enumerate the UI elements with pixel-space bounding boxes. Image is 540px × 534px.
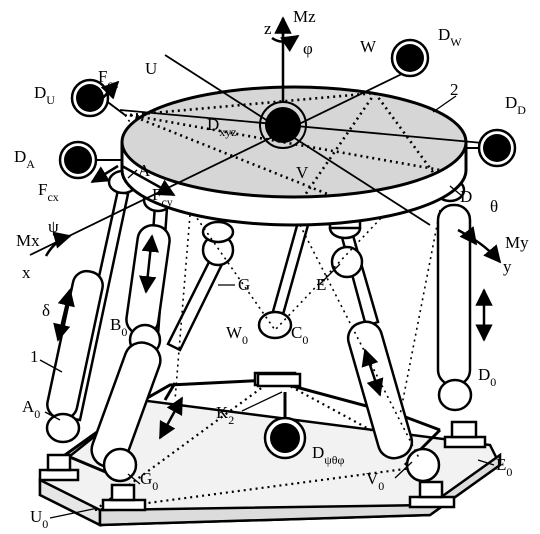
label-my: My: [505, 233, 529, 252]
label-a0: A0: [22, 397, 40, 421]
sensor-dpsithetaphi: [263, 416, 307, 460]
label-dpsithetaphi: Dψθφ: [312, 443, 345, 467]
k2-block: [256, 372, 302, 388]
arrows: [44, 16, 502, 440]
label-w0: W0: [226, 323, 248, 347]
label-d0: D0: [478, 365, 496, 389]
label-v0: V0: [366, 469, 384, 493]
sensor-dw: [390, 38, 430, 78]
label-z: z: [264, 19, 272, 38]
label-da: DA: [14, 147, 35, 171]
label-du: DU: [34, 83, 55, 107]
sensor-dd: [466, 128, 517, 168]
leader-lines: [39, 95, 495, 519]
label-v: V: [296, 163, 309, 182]
label-delta: δ: [42, 301, 50, 320]
label-theta: θ: [490, 197, 498, 216]
label-y: y: [503, 257, 512, 276]
label-c0: C0: [291, 323, 308, 347]
label-u0: U0: [30, 507, 48, 531]
label-dd: DD: [505, 93, 526, 117]
label-b0: B0: [110, 315, 127, 339]
top-platform: [120, 85, 468, 227]
label-phi: φ: [303, 39, 313, 58]
label-psi: ψ: [48, 217, 59, 236]
label-e0: E0: [496, 455, 512, 479]
label-e: E: [316, 275, 326, 294]
label-two: 2: [450, 80, 459, 99]
label-dw: DW: [438, 25, 462, 49]
base-plate: [38, 398, 502, 528]
label-mz: Mz: [293, 7, 316, 26]
label-fcz: Fcz: [98, 67, 118, 91]
labels: z Mz φ W DW U DU Fcz 2 DD DA Dxyz A V Fc…: [14, 7, 529, 531]
sensor-da: [58, 140, 122, 180]
label-w: W: [360, 37, 377, 56]
label-g: G: [238, 275, 250, 294]
legs: [45, 188, 473, 483]
label-a: A: [138, 161, 151, 180]
label-x: x: [22, 263, 31, 282]
label-one: 1: [30, 347, 39, 366]
label-u: U: [145, 59, 157, 78]
label-g0: G0: [140, 469, 158, 493]
label-fcx: Fcx: [38, 180, 59, 204]
label-fcy: Fcy: [152, 185, 173, 209]
sensor-du: [70, 78, 126, 118]
label-dxyz: Dxyz: [207, 115, 237, 139]
label-d: D: [460, 187, 472, 206]
label-mx: Mx: [16, 231, 40, 250]
axis-lines: [29, 54, 506, 256]
label-k2: K2: [216, 403, 234, 427]
